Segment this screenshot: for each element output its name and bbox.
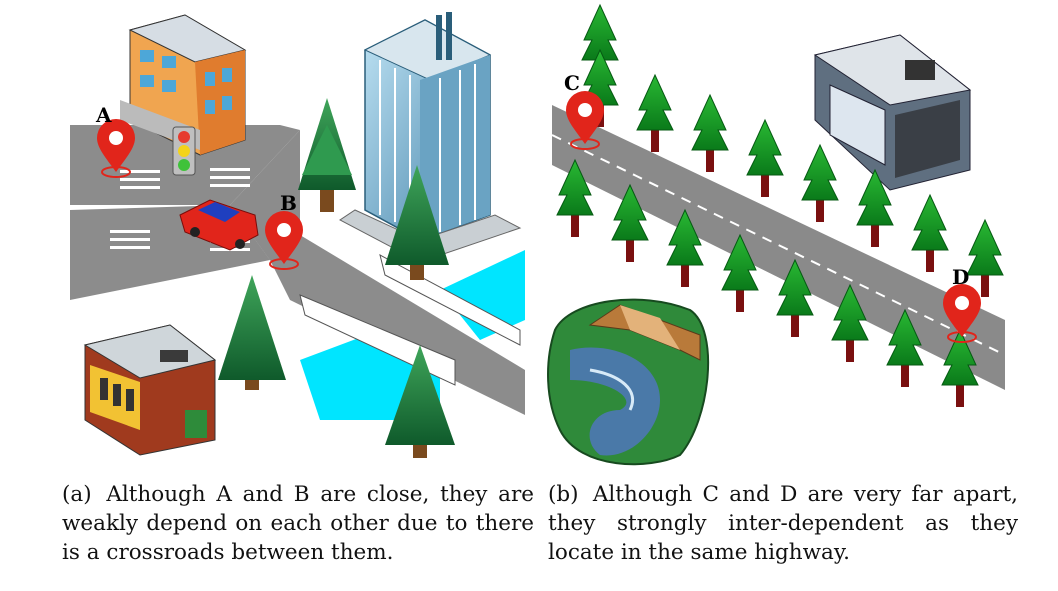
pine-tree-9 [966,218,1004,297]
red-car-icon [179,199,259,251]
pine-tree-10 [556,158,594,237]
caption-a-label: (a) [62,482,92,507]
marker-label-c: C [564,71,580,95]
river-bridge [547,298,710,466]
pine-tree-16 [886,308,924,387]
pine-tree-4 [385,345,455,458]
marker-label-b: B [280,191,297,215]
highway-trees [556,3,1004,407]
pine-tree-2 [385,165,449,280]
location-marker-a-icon [97,119,135,178]
panel-a-crossroads-scene: A B [0,0,530,470]
location-marker-b-icon [265,211,303,270]
highway-illustration: C D [547,3,1006,466]
pine-tree-13 [721,233,759,312]
highway [551,105,1006,390]
pine-tree-6 [801,143,839,222]
pine-tree-4 [691,93,729,172]
river-water-upper [440,250,525,340]
marker-label-a: A [95,103,112,127]
location-marker-d-icon [943,284,981,343]
caption-b-label: (b) [548,482,579,507]
pine-tree-12 [666,208,704,287]
pine-tree-7 [856,168,894,247]
pine-tree-15 [831,283,869,362]
location-marker-c-icon [566,91,604,150]
panel-b-highway-scene: C D [530,0,1058,470]
traffic-light-icon [172,126,196,176]
skyscraper [339,12,522,263]
crossroads-illustration: A B [70,12,525,458]
pine-tree-3 [218,275,286,390]
caption-b-text: Although C and D are very far apart, the… [548,482,1018,565]
garage-building [813,34,972,191]
pine-tree-5 [746,118,784,197]
apartment-building [120,14,247,156]
shop-building [83,324,217,456]
caption-panel-b: (b) Although C and D are very far apart,… [548,480,1018,567]
marker-label-d: D [952,265,969,289]
pine-tree-11 [611,183,649,262]
caption-a-text: Although A and B are close, they are wea… [62,482,534,565]
pine-tree-17 [941,328,979,407]
pine-tree-1 [298,98,356,212]
pine-tree-3 [636,73,674,152]
pine-tree-8 [911,193,949,272]
caption-panel-a: (a) Although A and B are close, they are… [62,480,534,567]
pine-tree-14 [776,258,814,337]
